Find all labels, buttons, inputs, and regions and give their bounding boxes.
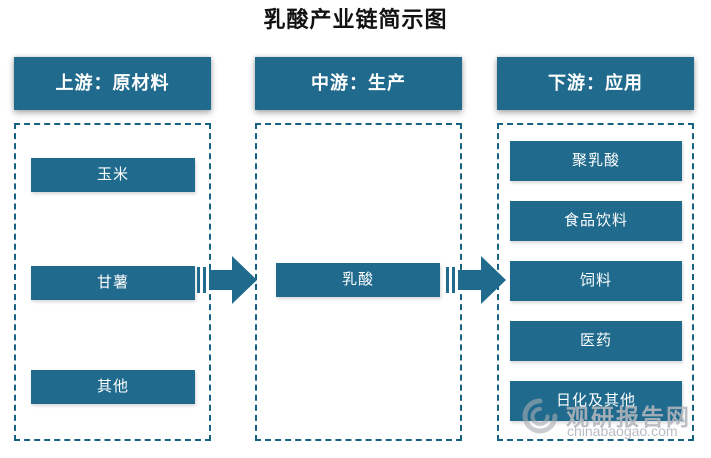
item-feed: 饲料 (510, 261, 682, 301)
flow-arrow-midstream-to-downstream-icon (446, 256, 506, 304)
item-polylactic-acid: 聚乳酸 (510, 141, 682, 181)
item-medicine: 医药 (510, 321, 682, 361)
flow-arrow-upstream-to-midstream-icon (197, 256, 257, 304)
downstream-header: 下游：应用 (497, 57, 694, 110)
upstream-dashed-box: 玉米 甘薯 其他 (14, 123, 211, 441)
upstream-header: 上游：原材料 (14, 57, 211, 110)
item-food-beverage: 食品饮料 (510, 201, 682, 241)
item-lactic-acid: 乳酸 (276, 263, 440, 297)
item-sweet-potato: 甘薯 (31, 266, 195, 300)
column-midstream: 中游：生产 乳酸 (255, 0, 462, 458)
item-other: 其他 (31, 370, 195, 404)
item-daily-chem-other: 日化及其他 (510, 381, 682, 421)
column-downstream: 下游：应用 聚乳酸 食品饮料 饲料 医药 日化及其他 (497, 0, 694, 458)
downstream-dashed-box: 聚乳酸 食品饮料 饲料 医药 日化及其他 (497, 123, 694, 441)
diagram-title: 乳酸产业链简示图 (263, 7, 448, 32)
midstream-dashed-box: 乳酸 (255, 123, 462, 441)
midstream-header: 中游：生产 (255, 57, 462, 110)
item-corn: 玉米 (31, 158, 195, 192)
column-upstream: 上游：原材料 玉米 甘薯 其他 (14, 0, 211, 458)
